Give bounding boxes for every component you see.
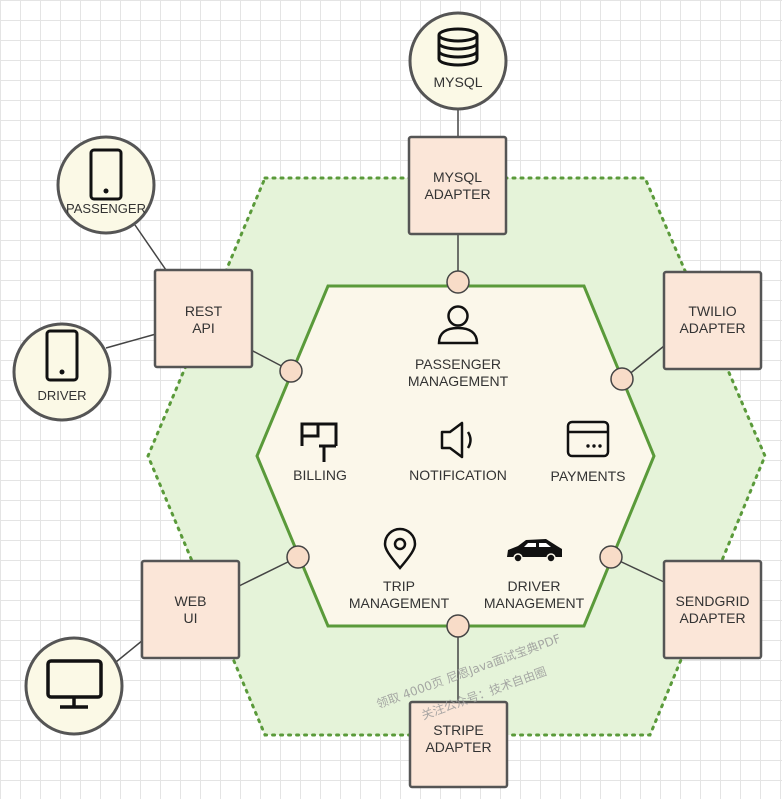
- phone-icon: [45, 329, 79, 382]
- actor-driver[interactable]: DRIVER: [12, 322, 112, 422]
- mailbox-icon: [300, 422, 338, 462]
- module-trip-line2: MANAGEMENT: [349, 595, 450, 611]
- module-driver-management[interactable]: DRIVER MANAGEMENT: [484, 539, 585, 611]
- module-payments[interactable]: PAYMENTS: [551, 420, 626, 484]
- adapter-web-line2: UI: [184, 610, 198, 626]
- adapter-twilio-line1: TWILIO: [688, 303, 736, 319]
- actor-passenger[interactable]: PASSENGER: [56, 135, 156, 235]
- adapter-stripe-line1: STRIPE: [433, 722, 484, 738]
- car-icon: [507, 539, 562, 563]
- adapter-mysql[interactable]: MYSQL ADAPTER: [407, 135, 508, 236]
- pin-icon: [383, 527, 417, 570]
- module-trip-line1: TRIP: [383, 578, 415, 594]
- connectors: [105, 110, 665, 702]
- port-bottom: [446, 614, 470, 638]
- port-lower-left: [286, 545, 310, 569]
- adapter-sendgrid[interactable]: SENDGRID ADAPTER: [662, 559, 763, 660]
- adapter-twilio[interactable]: TWILIO ADAPTER: [662, 270, 763, 371]
- module-notification[interactable]: NOTIFICATION: [409, 421, 507, 483]
- card-icon: [566, 420, 610, 458]
- module-passenger-management[interactable]: PASSENGER MANAGEMENT: [408, 305, 509, 390]
- monitor-icon: [46, 659, 103, 709]
- adapter-rest-line2: API: [192, 320, 215, 336]
- inner-hexagon: [255, 284, 656, 628]
- adapter-sendgrid-line2: ADAPTER: [679, 610, 745, 626]
- adapter-web-line1: WEB: [175, 593, 207, 609]
- port-upper-left: [279, 359, 303, 383]
- adapter-mysql-line2: ADAPTER: [424, 186, 490, 202]
- module-billing-label: BILLING: [293, 467, 347, 483]
- adapter-rest-line1: REST: [185, 303, 223, 319]
- database-icon: [437, 27, 479, 67]
- module-billing[interactable]: BILLING: [293, 422, 347, 483]
- adapter-stripe-line2: ADAPTER: [425, 739, 491, 755]
- actor-driver-label: DRIVER: [37, 388, 86, 403]
- port-lower-right: [599, 545, 623, 569]
- port-top: [446, 270, 470, 294]
- adapter-sendgrid-line1: SENDGRID: [676, 593, 750, 609]
- actor-mysql[interactable]: MYSQL: [408, 11, 508, 111]
- port-upper-right: [610, 367, 634, 391]
- adapter-web-ui[interactable]: WEB UI: [140, 559, 241, 660]
- module-notification-label: NOTIFICATION: [409, 467, 507, 483]
- module-driver-line1: DRIVER: [508, 578, 561, 594]
- module-payments-label: PAYMENTS: [551, 468, 626, 484]
- module-trip-management[interactable]: TRIP MANAGEMENT: [349, 527, 450, 611]
- actor-mysql-label: MYSQL: [433, 74, 482, 90]
- adapter-rest-api[interactable]: REST API: [153, 268, 254, 369]
- module-passenger-line1: PASSENGER: [415, 356, 501, 372]
- ports: [279, 270, 634, 638]
- user-icon: [437, 305, 479, 345]
- module-driver-line2: MANAGEMENT: [484, 595, 585, 611]
- speaker-icon: [440, 421, 472, 459]
- phone-icon: [89, 148, 123, 201]
- adapter-mysql-line1: MYSQL: [433, 169, 482, 185]
- adapter-stripe[interactable]: STRIPE ADAPTER: [408, 700, 509, 789]
- module-passenger-line2: MANAGEMENT: [408, 373, 509, 389]
- adapter-twilio-line2: ADAPTER: [679, 320, 745, 336]
- actor-passenger-label: PASSENGER: [66, 201, 146, 216]
- actor-monitor[interactable]: [24, 636, 124, 736]
